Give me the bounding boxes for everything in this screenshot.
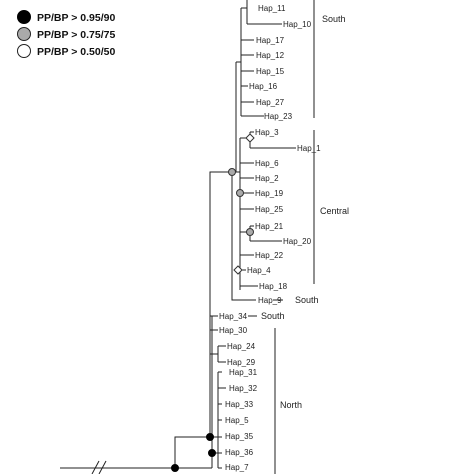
legend-label-high: PP/BP > 0.95/90 [37,12,115,24]
node-marker-mid [246,228,254,236]
group-annotations: South Central South South North [248,0,349,474]
leaf-label: Hap_20 [283,237,312,246]
group-label-central: Central [320,206,349,216]
leaf-label: Hap_22 [255,251,284,260]
leaf-label: Hap_19 [255,189,284,198]
leaf-label: Hap_29 [227,358,256,367]
legend-marker-high [17,10,31,24]
leaf-label: Hap_4 [247,266,271,275]
leaf-label: Hap_17 [256,36,285,45]
leaf-label: Hap_27 [256,98,285,107]
leaf-label: Hap_11 [258,4,286,13]
leaf-label: Hap_7 [225,463,249,472]
leaf-label: Hap_16 [249,82,278,91]
leaf-label: Hap_9 [258,296,282,305]
support-legend: PP/BP > 0.95/90 PP/BP > 0.75/75 PP/BP > … [17,10,115,58]
group-label-south-hap34: South [261,311,285,321]
node-marker-mid [236,189,244,197]
node-marker-high [206,433,214,441]
legend-marker-low [17,44,31,58]
leaf-label: Hap_31 [229,368,258,377]
leaf-labels: Hap_11 Hap_10 Hap_17 Hap_12 Hap_15 Hap_1… [219,4,321,472]
group-label-north: North [280,400,302,410]
leaf-label: Hap_30 [219,326,248,335]
leaf-label: Hap_21 [255,222,284,231]
group-label-south-top: South [322,14,346,24]
node-marker-mid [228,168,236,176]
node-marker-high [208,449,216,457]
node-marker-low [233,265,243,275]
leaf-label: Hap_25 [255,205,284,214]
leaf-label: Hap_33 [225,400,254,409]
leaf-label: Hap_10 [283,20,312,29]
leaf-label: Hap_15 [256,67,285,76]
leaf-label: Hap_23 [264,112,293,121]
legend-marker-mid [17,27,31,41]
leaf-label: Hap_1 [297,144,321,153]
leaf-label: Hap_12 [256,51,285,60]
leaf-label: Hap_36 [225,448,254,457]
legend-label-low: PP/BP > 0.50/50 [37,46,115,58]
leaf-label: Hap_32 [229,384,258,393]
leaf-label: Hap_5 [225,416,249,425]
legend-label-mid: PP/BP > 0.75/75 [37,29,115,41]
leaf-label: Hap_2 [255,174,279,183]
leaf-label: Hap_34 [219,312,248,321]
group-label-south-hap9: South [295,295,319,305]
leaf-label: Hap_18 [259,282,288,291]
leaf-label: Hap_35 [225,432,254,441]
leaf-label: Hap_24 [227,342,256,351]
leaf-label: Hap_6 [255,159,279,168]
leaf-label: Hap_3 [255,128,279,137]
support-markers [171,133,255,472]
node-marker-low [245,133,255,143]
node-marker-high [171,464,179,472]
